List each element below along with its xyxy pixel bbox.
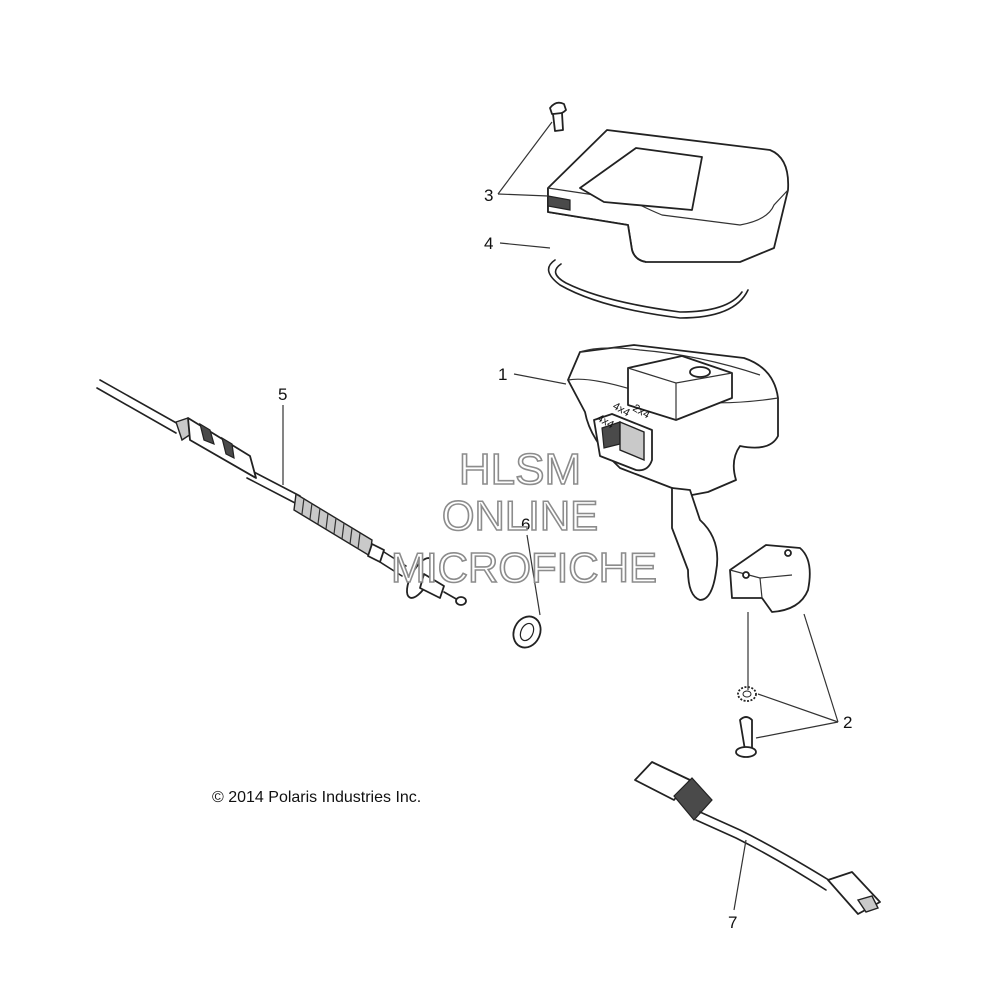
gasket-part-4[interactable] bbox=[547, 259, 749, 319]
cable-part-5[interactable] bbox=[96, 379, 467, 606]
housing-part-1[interactable] bbox=[567, 344, 779, 496]
washer-part-2[interactable] bbox=[737, 686, 757, 702]
bolt-part-2[interactable] bbox=[735, 716, 757, 758]
watermark-line-1: HLSM bbox=[459, 445, 581, 494]
harness-part-7[interactable] bbox=[634, 761, 881, 915]
clamp-part-2[interactable] bbox=[729, 544, 811, 613]
callout-1: 1 bbox=[498, 365, 507, 384]
callout-2: 2 bbox=[843, 713, 852, 732]
watermark: HLSM ONLINE MICROFICHE bbox=[390, 444, 658, 592]
leader-lines bbox=[282, 121, 839, 911]
callout-6: 6 bbox=[521, 515, 530, 534]
callout-4: 4 bbox=[484, 234, 493, 253]
throttle-lever[interactable] bbox=[671, 487, 719, 601]
cover-part-3[interactable] bbox=[547, 129, 790, 263]
oring-part-6[interactable] bbox=[508, 612, 545, 652]
callout-3: 3 bbox=[484, 186, 493, 205]
watermark-line-3: MICROFICHE bbox=[391, 544, 657, 591]
screw-part-3[interactable] bbox=[549, 101, 567, 132]
callout-7: 7 bbox=[728, 913, 737, 932]
watermark-line-2: ONLINE bbox=[442, 492, 598, 539]
callout-5: 5 bbox=[278, 385, 287, 404]
copyright-notice: © 2014 Polaris Industries Inc. bbox=[212, 789, 421, 806]
